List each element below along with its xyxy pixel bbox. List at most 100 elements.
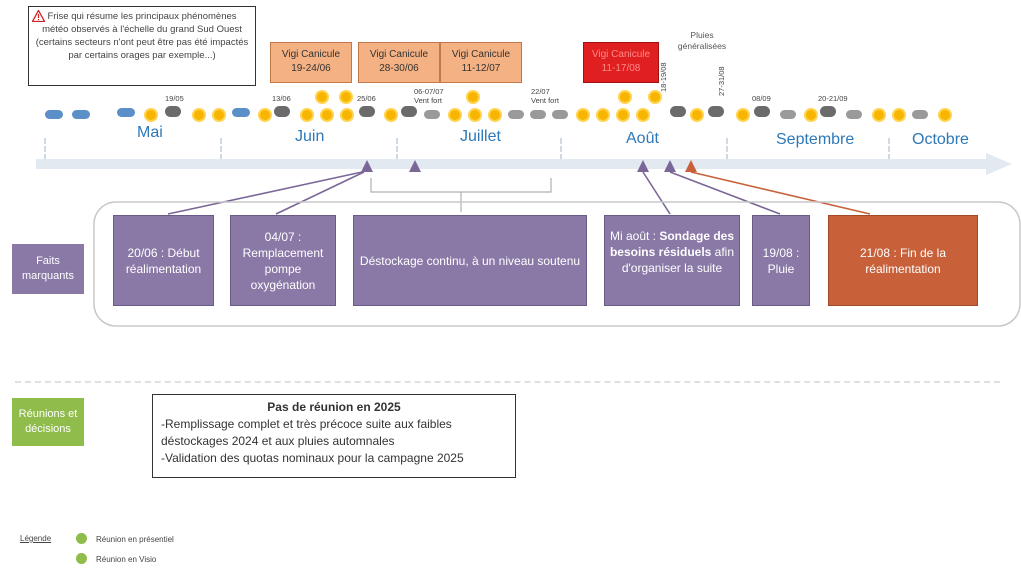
connector-line [167,171,363,215]
fait-box: Déstockage continu, à un niveau soutenu [353,215,587,306]
month-separator [560,138,562,160]
vigi-label: Vigi Canicule [281,49,341,60]
fait-text-bold: Sondage des besoins résiduels [609,229,735,259]
fait-box-red: 21/08 : Fin de la réalimentation [828,215,978,306]
month-separator [888,138,890,160]
storm-cloud-icon [165,106,181,117]
sun-icon [806,110,816,120]
visio-dot-icon [76,553,87,564]
rain-cloud-icon [232,108,250,117]
rain-cloud-icon [45,110,63,119]
rain-cloud-icon [72,110,90,119]
faits-frame [93,201,1021,327]
cloud-icon [530,110,546,119]
weather-note-text: Frise qui résume les principaux phénomèn… [35,11,249,61]
pas-de-reunion-line: -Validation des quotas nominaux pour la … [161,451,464,465]
fait-box: 20/06 : Début réalimentation [113,215,214,306]
weather-date-label: 06-07/07 [414,87,444,96]
vigi-label: Vigi Canicule [369,49,429,60]
sun-icon [738,110,748,120]
pas-de-reunion-title: Pas de réunion en 2025 [267,400,401,414]
connector-line [275,171,365,215]
connector-line-red [690,171,871,215]
weather-date-label: 20-21/09 [818,94,848,103]
cloud-icon [508,110,524,119]
vigi-dates: 19-24/06 [291,63,331,74]
weather-date-label: 22/07 [531,87,550,96]
fait-text: Mi août : [609,229,660,243]
sun-icon [894,110,904,120]
month-label: Juin [295,128,325,145]
storm-cloud-icon [359,106,375,117]
cloud-icon [912,110,928,119]
section-divider [15,381,1000,383]
sun-icon [638,110,648,120]
reunions-decisions-label: Réunions et décisions [12,398,84,446]
sun-icon [620,92,630,102]
fait-box: 04/07 : Remplacement pompe oxygénation [230,215,336,306]
storm-cloud-icon [754,106,770,117]
sun-icon [341,92,351,102]
fait-box: Mi août : Sondage des besoins résiduels … [604,215,740,306]
faits-marquants-label: Faits marquants [12,244,84,294]
sun-icon [468,92,478,102]
cloud-icon [552,110,568,119]
vigi-label: Vigi Canicule [591,49,651,60]
timeline-graphic [36,153,1021,327]
weather-date-label: 13/06 [272,94,291,103]
sun-icon [650,92,660,102]
sun-icon [322,110,332,120]
connector-line [642,171,671,215]
vigi-canicule-box-red: Vigi Canicule 11-17/08 [583,42,659,83]
event-marker [409,160,421,172]
month-label: Octobre [912,131,969,148]
weather-date-label: 25/06 [357,94,376,103]
month-label: Mai [137,124,163,141]
storm-cloud-icon [820,106,836,117]
month-label: Août [626,130,659,147]
cloud-icon [424,110,440,119]
sun-icon [214,110,224,120]
pluies-generalisees-label: Pluies généralisées [677,30,727,51]
sun-icon [260,110,270,120]
legend-title: Légende [20,534,52,543]
storm-cloud-icon [274,106,290,117]
storm-cloud-icon [708,106,724,117]
timeline-axis [36,159,986,169]
event-marker [361,160,373,172]
month-separator [396,138,398,160]
sun-icon [342,110,352,120]
sun-icon [618,110,628,120]
fait-box: 19/08 : Pluie [752,215,810,306]
presentiel-dot-icon [76,533,87,544]
storm-cloud-icon [670,106,686,117]
timeline-arrowhead [986,153,1012,175]
warning-icon [32,10,45,22]
pas-de-reunion-line: -Remplissage complet et très précoce sui… [161,417,452,448]
sun-icon [386,110,396,120]
weather-note: Frise qui résume les principaux phénomèn… [28,6,256,86]
sun-icon [194,110,204,120]
month-separator [726,138,728,160]
sun-icon [578,110,588,120]
month-separator [220,138,222,160]
weather-date-label: Vent fort [531,96,559,105]
sun-icon [317,92,327,102]
sun-icon [598,110,608,120]
legend-item: Réunion en Visio [96,555,157,564]
cloud-icon [780,110,796,119]
vigi-canicule-box: Vigi Canicule 19-24/06 [270,42,352,83]
sun-icon [692,110,702,120]
sun-icon [940,110,950,120]
sun-icon [470,110,480,120]
sun-icon [874,110,884,120]
vigi-dates: 11-17/08 [601,63,641,74]
legend-item: Réunion en présentiel [96,535,174,544]
weather-date-label: 08/09 [752,94,771,103]
event-marker [637,160,649,172]
range-bracket [370,178,552,193]
sun-icon [302,110,312,120]
event-marker-red [685,160,697,172]
